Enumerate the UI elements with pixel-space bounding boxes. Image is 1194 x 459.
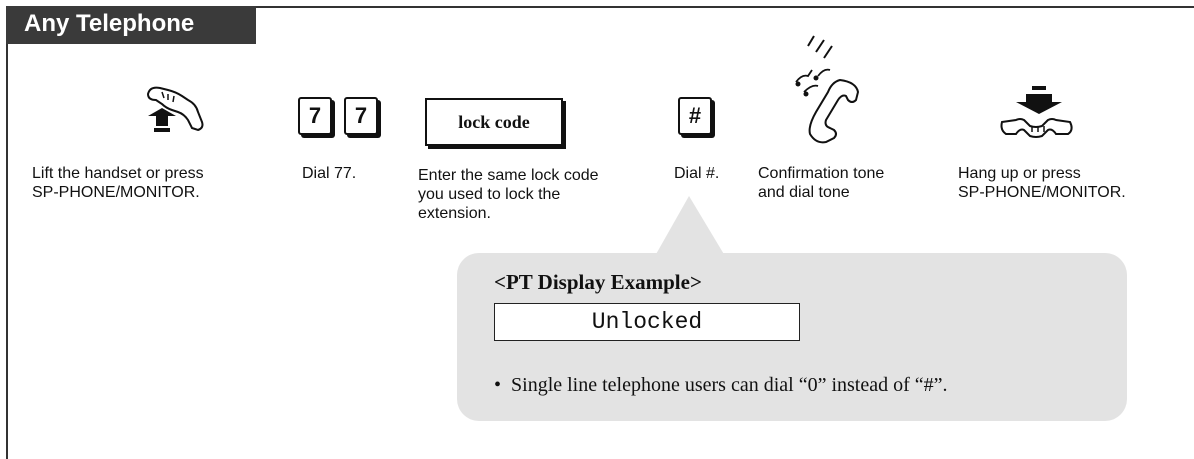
step-5-label: Confirmation tone and dial tone	[758, 165, 885, 201]
note-bullet: •	[494, 374, 502, 396]
callout-pointer	[655, 196, 725, 256]
note-text: Single line telephone users can dial “0”…	[511, 374, 948, 396]
section-tab: Any Telephone	[6, 6, 256, 44]
step-1-label: Lift the handset or press SP-PHONE/MONIT…	[32, 165, 204, 201]
frame-left-border	[6, 6, 8, 459]
handset-hangup-icon	[1000, 86, 1073, 138]
step-3-label: Enter the same lock code you used to loc…	[418, 167, 599, 222]
frame-top-border	[6, 6, 1194, 8]
handset-lift-icon	[146, 86, 204, 132]
callout-note: • Single line telephone users can dial “0…	[494, 374, 948, 397]
ringing-handset-icon	[795, 35, 860, 144]
pt-display-box: Unlocked	[494, 303, 800, 341]
step-4-label: Dial #.	[674, 165, 720, 182]
callout-title: <PT Display Example>	[494, 270, 702, 294]
key-7-second: 7	[344, 97, 378, 135]
lock-code-box: lock code	[425, 98, 563, 146]
key-7-first: 7	[298, 97, 332, 135]
step-6-label: Hang up or press SP-PHONE/MONITOR.	[958, 165, 1126, 201]
step-2-label: Dial 77.	[302, 165, 357, 182]
key-hash: #	[678, 97, 712, 135]
